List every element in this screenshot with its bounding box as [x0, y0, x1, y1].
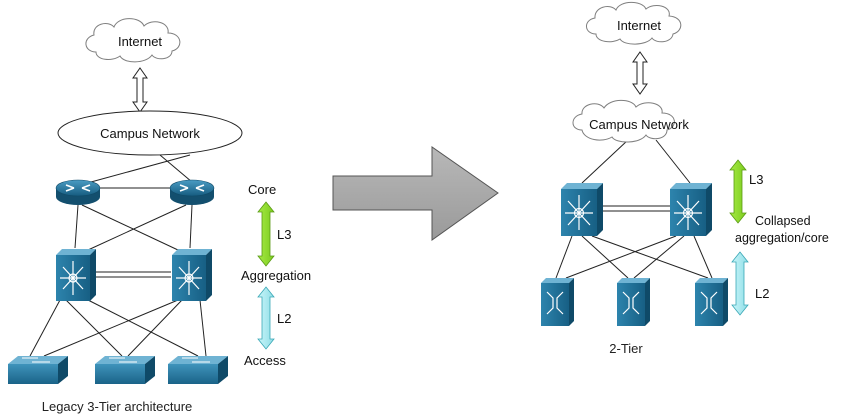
link-agg-access [43, 299, 179, 357]
legacy-caption: Legacy 3-Tier architecture [42, 399, 193, 414]
link-core-left-agg-left [74, 204, 79, 249]
legacy-links [29, 154, 207, 357]
core-router-left [55, 179, 101, 205]
multilayer-switch-icon [56, 249, 96, 301]
link-core-access [555, 235, 573, 279]
legacy-diagram: Internet Campus Network [8, 18, 311, 414]
multilayer-switch-icon [670, 183, 712, 236]
collapsed-label-line2: aggregation/core [735, 231, 829, 245]
link-agg-access [127, 299, 183, 357]
l3-label: L3 [277, 227, 291, 242]
link-campus-core-right [655, 139, 691, 184]
bidirectional-arrow-icon [632, 51, 648, 95]
link-core-right-agg-right [189, 204, 193, 249]
access-switch-1 [8, 356, 68, 384]
l2-range-arrow [731, 251, 749, 316]
link-core-access [693, 235, 713, 279]
l2-range-arrow [257, 286, 275, 350]
legacy-internet-cloud: Internet [85, 18, 181, 63]
internet-label: Internet [617, 18, 661, 33]
l3-range-arrow [729, 159, 747, 224]
link-core-access [591, 235, 709, 279]
access-switch-2 [95, 356, 155, 384]
l2-label: L2 [755, 286, 769, 301]
aggregation-switch-right [172, 249, 212, 301]
access-switch-icon [695, 278, 728, 326]
link-agg-access [199, 299, 207, 357]
l3-range-arrow [257, 201, 275, 267]
core-router-right [169, 179, 215, 205]
two-tier-caption: 2-Tier [609, 341, 643, 356]
cloud-icon [85, 18, 181, 63]
two-tier-access-switch-1 [541, 278, 574, 326]
multilayer-switch-icon [561, 183, 603, 236]
campus-network-label: Campus Network [589, 117, 689, 132]
link-core-right-agg-left [87, 204, 187, 251]
aggregation-switch-left [56, 249, 96, 301]
link-agg-access [65, 299, 123, 357]
link-core-access [565, 235, 677, 279]
two-tier-internet-cloud: Internet [586, 1, 682, 45]
collapsed-core-switch-left [561, 183, 603, 236]
legacy-campus-network: Campus Network [57, 110, 243, 156]
l3-label: L3 [749, 172, 763, 187]
cloud-icon [586, 1, 682, 45]
access-switch-icon [95, 356, 155, 384]
l2-label: L2 [277, 311, 291, 326]
two-tier-links [555, 139, 713, 279]
two-tier-access-switch-3 [695, 278, 728, 326]
right-arrow-icon [332, 146, 499, 241]
core-label: Core [248, 182, 276, 197]
link-campus-router-right [159, 154, 193, 183]
link-campus-router-left [79, 154, 191, 186]
link-core-left-agg-right [81, 204, 179, 251]
link-agg-access [87, 299, 199, 357]
access-switch-icon [8, 356, 68, 384]
link-core-access [633, 235, 685, 279]
access-switch-3 [168, 356, 228, 384]
campus-network-label: Campus Network [100, 126, 200, 141]
collapsed-core-switch-right [670, 183, 712, 236]
two-tier-access-switch-2 [617, 278, 650, 326]
two-tier-diagram: Internet Campus Network [541, 1, 829, 356]
access-switch-icon [168, 356, 228, 384]
cloud-icon [572, 99, 675, 143]
router-icon [169, 179, 215, 205]
bidirectional-arrow-icon [132, 67, 148, 113]
link-agg-access [29, 299, 61, 357]
router-icon [55, 179, 101, 205]
two-tier-campus-network: Campus Network [572, 99, 689, 143]
access-label: Access [244, 353, 286, 368]
link-campus-core-left [581, 139, 629, 184]
access-switch-icon [541, 278, 574, 326]
link-core-access [581, 235, 629, 279]
internet-label: Internet [118, 34, 162, 49]
multilayer-switch-icon [172, 249, 212, 301]
collapsed-label-line1: Collapsed [755, 214, 811, 228]
access-switch-icon [617, 278, 650, 326]
aggregation-label: Aggregation [241, 268, 311, 283]
